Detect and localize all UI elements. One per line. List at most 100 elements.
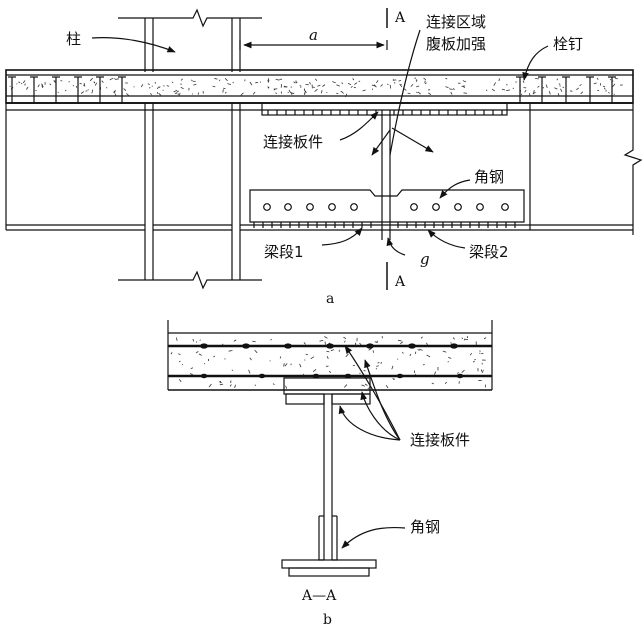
aggregate-mark <box>83 82 86 87</box>
rebar-top <box>284 343 292 349</box>
aggregate-mark <box>267 78 270 82</box>
aggregate-mark <box>613 93 615 95</box>
aggregate-mark <box>304 91 306 95</box>
aggregate-mark <box>252 340 256 343</box>
aggregate-mark <box>270 338 272 341</box>
aggregate-mark <box>312 86 315 88</box>
aggregate-mark <box>233 339 237 342</box>
label-column: 柱 <box>66 30 81 48</box>
aggregate-mark <box>597 89 600 92</box>
aggregate-mark <box>426 342 428 346</box>
aggregate-mark <box>423 77 427 81</box>
aggregate-mark <box>249 357 252 361</box>
plate-leader-b-4 <box>344 345 401 441</box>
aggregate-mark <box>402 351 404 354</box>
aggregate-mark <box>452 337 455 340</box>
aggregate-mark <box>554 87 558 90</box>
aggregate-mark <box>419 348 423 351</box>
aggregate-mark <box>448 356 452 359</box>
aggregate-mark <box>192 338 195 342</box>
aggregate-mark <box>178 378 182 383</box>
shear-studs-right <box>516 76 616 103</box>
aggregate-mark <box>612 83 616 87</box>
label-section-bottom: A <box>394 274 406 290</box>
rebar-bottom <box>396 373 404 379</box>
aggregate-mark <box>426 354 431 358</box>
aggregate-mark <box>427 89 431 91</box>
aggregate-mark <box>354 82 358 85</box>
aggregate-mark <box>414 373 417 375</box>
label-section-top: A <box>394 10 406 26</box>
slab-section <box>167 320 493 391</box>
connection-zone-arrow-2 <box>391 127 434 153</box>
aggregate-mark <box>364 383 368 386</box>
aggregate-mark <box>350 85 353 88</box>
bolt-hole <box>328 203 336 211</box>
aggregate-mark <box>178 353 181 356</box>
label-connecting-plate-b: 连接板件 <box>410 431 470 449</box>
aggregate-mark <box>195 351 199 354</box>
aggregate-mark <box>283 363 285 367</box>
aggregate-mark <box>64 89 67 92</box>
seg1-leader <box>321 227 363 246</box>
aggregate-mark <box>113 90 116 93</box>
aggregate-mark <box>190 367 194 369</box>
bolt-hole <box>454 203 462 211</box>
aggregate-mark <box>91 89 94 94</box>
aggregate-mark <box>524 89 527 93</box>
aggregate-mark <box>409 353 412 357</box>
connecting-plate-top <box>261 102 508 116</box>
rebar-bottom <box>456 373 464 379</box>
aggregate-mark <box>231 369 234 371</box>
aggregate-mark <box>224 78 228 82</box>
aggregate-mark <box>293 92 295 95</box>
aggregate-mark <box>234 384 236 389</box>
aggregate-mark <box>414 351 417 355</box>
rebar-top <box>366 343 374 349</box>
aggregate-mark <box>291 93 294 95</box>
aggregate-mark <box>140 84 144 88</box>
aggregate-mark <box>275 92 277 94</box>
aggregate-mark <box>228 350 233 352</box>
aggregate-mark <box>328 370 332 373</box>
aggregate-mark <box>126 93 130 97</box>
aggregate-mark <box>22 80 26 84</box>
labels: 柱 a A 连接区域 腹板加强 栓钉 连接板件 角钢 梁段1 g 梁段2 A a… <box>66 10 583 628</box>
aggregate-mark <box>398 339 402 342</box>
aggregate-mark <box>166 85 170 87</box>
aggregate-mark <box>222 343 224 346</box>
aggregate-mark <box>150 92 152 96</box>
aggregate-mark <box>324 336 328 339</box>
aggregate-mark <box>481 369 484 374</box>
aggregate-mark <box>400 83 402 86</box>
aggregate-mark <box>180 83 182 86</box>
aggregate-mark <box>358 80 361 83</box>
aggregate-mark <box>115 78 119 80</box>
aggregate-mark <box>303 342 306 345</box>
aggregate-mark <box>392 378 395 380</box>
angle-leader-b <box>341 526 406 549</box>
aggregate-mark <box>176 90 179 93</box>
dimension-a <box>239 40 388 50</box>
angle-steel-plate <box>249 189 525 223</box>
aggregate-mark <box>376 365 379 367</box>
aggregate-mark <box>343 336 347 339</box>
aggregate-mark <box>469 352 473 356</box>
aggregate-mark <box>224 358 226 360</box>
aggregate-mark <box>288 89 292 94</box>
aggregate-mark <box>444 381 447 385</box>
aggregate-mark <box>332 81 336 84</box>
aggregate-mark <box>472 360 475 363</box>
aggregate-mark <box>461 337 463 340</box>
aggregate-mark <box>375 368 378 370</box>
aggregate-mark <box>109 77 114 81</box>
aggregate-mark <box>80 91 85 94</box>
label-beam-seg-2: 梁段2 <box>469 243 509 261</box>
aggregate-mark <box>254 384 257 386</box>
bolt-hole <box>263 203 271 211</box>
aggregate-mark <box>416 91 418 94</box>
label-gap: g <box>420 250 430 268</box>
aggregate-mark <box>293 81 296 84</box>
aggregate-mark <box>72 84 75 87</box>
